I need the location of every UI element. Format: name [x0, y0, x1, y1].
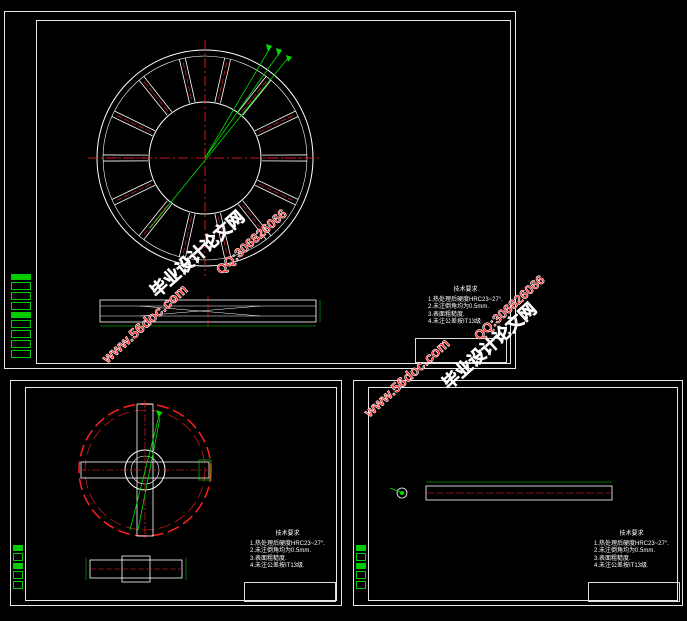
- note-line: 1.热处理后硬度HRC23~27°.: [594, 540, 669, 547]
- wheel-spoke-line: [184, 57, 196, 102]
- spoke-centerline: [114, 183, 152, 202]
- title-block-right: [588, 582, 680, 602]
- tech-requirements-main: 技术要求 1.热处理后硬度HRC23~27°. 2.未注倒角均为0.5mm. 3…: [428, 287, 503, 327]
- spoke-centerline: [258, 114, 296, 133]
- wheel-spoke-line: [242, 79, 272, 116]
- note-line: 4.未注公差按IT13级.: [428, 319, 483, 325]
- note-line: 3.表面粗糙度.: [428, 311, 465, 318]
- note-line: 4.未注公差按IT13级.: [594, 563, 649, 569]
- wheel-spoke-line: [178, 59, 190, 104]
- tech-requirements-left: 技术要求 1.热处理后硬度HRC23~27°. 2.未注倒角均为0.5mm. 3…: [250, 531, 325, 571]
- wheel-spoke-line: [254, 184, 296, 206]
- drawing-sheet-left: [10, 380, 342, 606]
- revision-column-right: [356, 545, 366, 591]
- tech-title-left: 技术要求: [275, 531, 300, 537]
- wheel-spoke-line: [220, 59, 232, 104]
- wheel-spoke-line: [111, 116, 153, 137]
- spoke-centerline: [182, 216, 192, 256]
- wheel-spoke-line: [242, 200, 272, 237]
- note-line: 2.未注倒角均为0.5mm.: [428, 304, 490, 310]
- note-line: 3.表面粗糙度.: [250, 555, 287, 562]
- spoke-centerline: [242, 79, 268, 112]
- wheel-spoke-line: [114, 110, 156, 132]
- drawing-sheet-main: [4, 11, 516, 369]
- revision-column-left: [13, 545, 23, 591]
- sheet-border-left: [25, 387, 337, 601]
- wheel-spoke-line: [237, 76, 267, 112]
- wheel-spoke-line: [178, 212, 190, 257]
- drawing-sheet-right: [353, 380, 683, 606]
- wheel-spoke-line: [257, 116, 299, 137]
- note-line: 4.未注公差按IT13级.: [250, 563, 305, 569]
- wheel-spoke-line: [184, 214, 196, 259]
- sheet-border-right: [368, 387, 678, 601]
- tech-title-right: 技术要求: [619, 531, 644, 537]
- note-line: 1.热处理后硬度HRC23~27°.: [250, 540, 325, 547]
- spoke-centerline: [218, 60, 228, 100]
- tech-requirements-right: 技术要求 1.热处理后硬度HRC23~27°. 2.未注倒角均为0.5mm. 3…: [594, 531, 669, 571]
- wheel-spoke-line: [214, 57, 226, 102]
- revision-column-main: [11, 274, 31, 360]
- wheel-spoke-line: [114, 184, 156, 206]
- title-block-left: [244, 582, 336, 602]
- wheel-spoke-line: [254, 110, 296, 132]
- wheel-spoke-line: [143, 204, 173, 240]
- note-line: 2.未注倒角均为0.5mm.: [250, 548, 312, 554]
- wheel-spoke-line: [138, 79, 168, 116]
- wheel-spoke-line: [138, 200, 168, 237]
- title-block-main: [415, 338, 507, 363]
- spoke-centerline: [182, 60, 192, 100]
- note-line: 3.表面粗糙度.: [594, 555, 631, 562]
- tech-title-main: 技术要求: [453, 287, 478, 293]
- spoke-centerline: [218, 216, 228, 256]
- sheet-border-main: [36, 20, 511, 364]
- spoke-centerline: [114, 114, 152, 133]
- spoke-centerline: [258, 183, 296, 202]
- note-line: 2.未注倒角均为0.5mm.: [594, 548, 656, 554]
- spoke-centerline: [242, 204, 268, 237]
- wheel-spoke-line: [214, 214, 226, 259]
- wheel-spoke-line: [257, 179, 299, 200]
- spoke-centerline: [142, 204, 168, 237]
- wheel-spoke-line: [111, 179, 153, 200]
- note-line: 1.热处理后硬度HRC23~27°.: [428, 296, 503, 303]
- wheel-spoke-line: [143, 76, 173, 112]
- wheel-spoke-line: [220, 212, 232, 257]
- wheel-spoke-line: [237, 204, 267, 240]
- spoke-centerline: [142, 79, 168, 112]
